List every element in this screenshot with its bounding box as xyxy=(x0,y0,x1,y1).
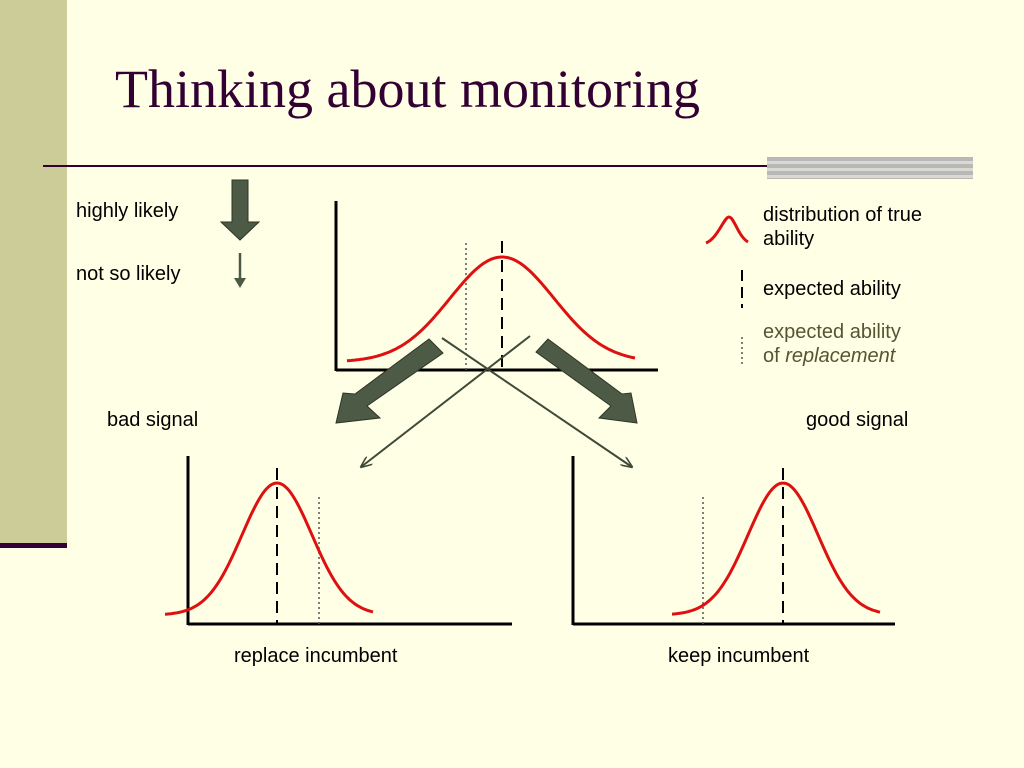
replace-incumbent-label: replace incumbent xyxy=(234,645,398,667)
bad-signal-label: bad signal xyxy=(107,409,199,431)
legend-replacement-line1: expected ability xyxy=(763,321,901,343)
legend-replacement-label: expected ability of replacement xyxy=(763,320,901,368)
legend-distribution-icon xyxy=(705,215,749,245)
not-so-likely-arrow-icon xyxy=(234,278,246,288)
good-to-replace-arrow xyxy=(361,335,531,467)
highly-likely-label: highly likely xyxy=(76,200,179,222)
prior-chart xyxy=(334,201,658,372)
sidebar-decoration xyxy=(0,0,67,548)
good-signal-label: good signal xyxy=(806,409,909,431)
replace-chart xyxy=(164,456,512,626)
legend-distribution-line1: distribution of true xyxy=(763,204,922,226)
legend-distribution-label: distribution of true ability xyxy=(763,203,922,251)
prior-chart-curve xyxy=(346,255,636,363)
legend-replacement-of: of xyxy=(763,345,786,367)
slide-title: Thinking about monitoring xyxy=(115,59,700,119)
not-so-likely-label: not so likely xyxy=(76,263,181,285)
keep-chart xyxy=(571,456,895,626)
bad-signal-arrow-icon xyxy=(335,338,444,424)
legend-distribution-line2: ability xyxy=(763,228,815,250)
bad-to-keep-arrow xyxy=(441,337,632,467)
keep-chart-curve xyxy=(671,481,881,616)
replace-chart-curve xyxy=(164,481,374,616)
highly-likely-arrow-icon xyxy=(219,179,261,241)
title-rule xyxy=(43,165,973,167)
title-rule-block xyxy=(767,157,973,179)
legend-expected-label: expected ability xyxy=(763,278,901,300)
legend-replacement-word: replacement xyxy=(785,345,896,367)
good-signal-arrow-icon xyxy=(535,338,638,424)
sidebar-accent-line xyxy=(0,543,67,548)
keep-incumbent-label: keep incumbent xyxy=(668,645,810,667)
